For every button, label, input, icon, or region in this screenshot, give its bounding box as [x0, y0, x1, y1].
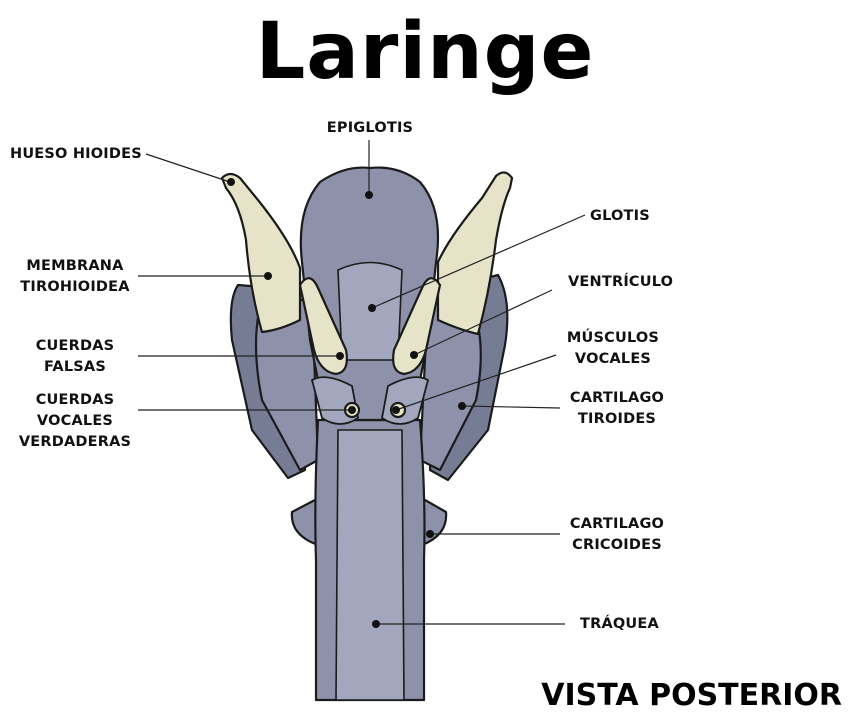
larynx-anatomy	[222, 168, 512, 700]
dot-membrana	[264, 272, 272, 280]
dot-traquea	[372, 620, 380, 628]
label-cartilago-tiroides: CARTILAGO TIROIDES	[562, 388, 672, 430]
leader-hueso-hioides	[146, 154, 230, 182]
view-caption: VISTA POSTERIOR	[541, 676, 842, 716]
label-musculos-vocales: MÚSCULOS VOCALES	[558, 328, 668, 370]
label-membrana-tirohioidea: MEMBRANA TIROHIOIDEA	[14, 256, 136, 298]
label-epiglotis: EPIGLOTIS	[320, 118, 420, 139]
dot-epiglotis	[365, 191, 373, 199]
dot-ventriculo	[410, 351, 418, 359]
dot-hueso-hioides	[227, 178, 235, 186]
label-traquea: TRÁQUEA	[580, 614, 659, 635]
label-cuerdas-vocales-verdaderas: CUERDAS VOCALES VERDADERAS	[14, 390, 136, 453]
label-cuerdas-falsas: CUERDAS FALSAS	[20, 336, 130, 378]
dot-tiroides	[458, 402, 466, 410]
trachea-inner	[336, 430, 404, 700]
dot-cuerdas-falsas	[336, 352, 344, 360]
dot-glotis	[368, 304, 376, 312]
dot-cricoides	[426, 530, 434, 538]
label-hueso-hioides: HUESO HIOIDES	[10, 144, 142, 165]
label-glotis: GLOTIS	[590, 206, 650, 227]
dot-cuerdas-vocales	[348, 406, 356, 414]
label-cartilago-cricoides: CARTILAGO CRICOIDES	[562, 514, 672, 556]
label-ventriculo: VENTRÍCULO	[568, 272, 673, 293]
dot-musculos	[392, 406, 400, 414]
